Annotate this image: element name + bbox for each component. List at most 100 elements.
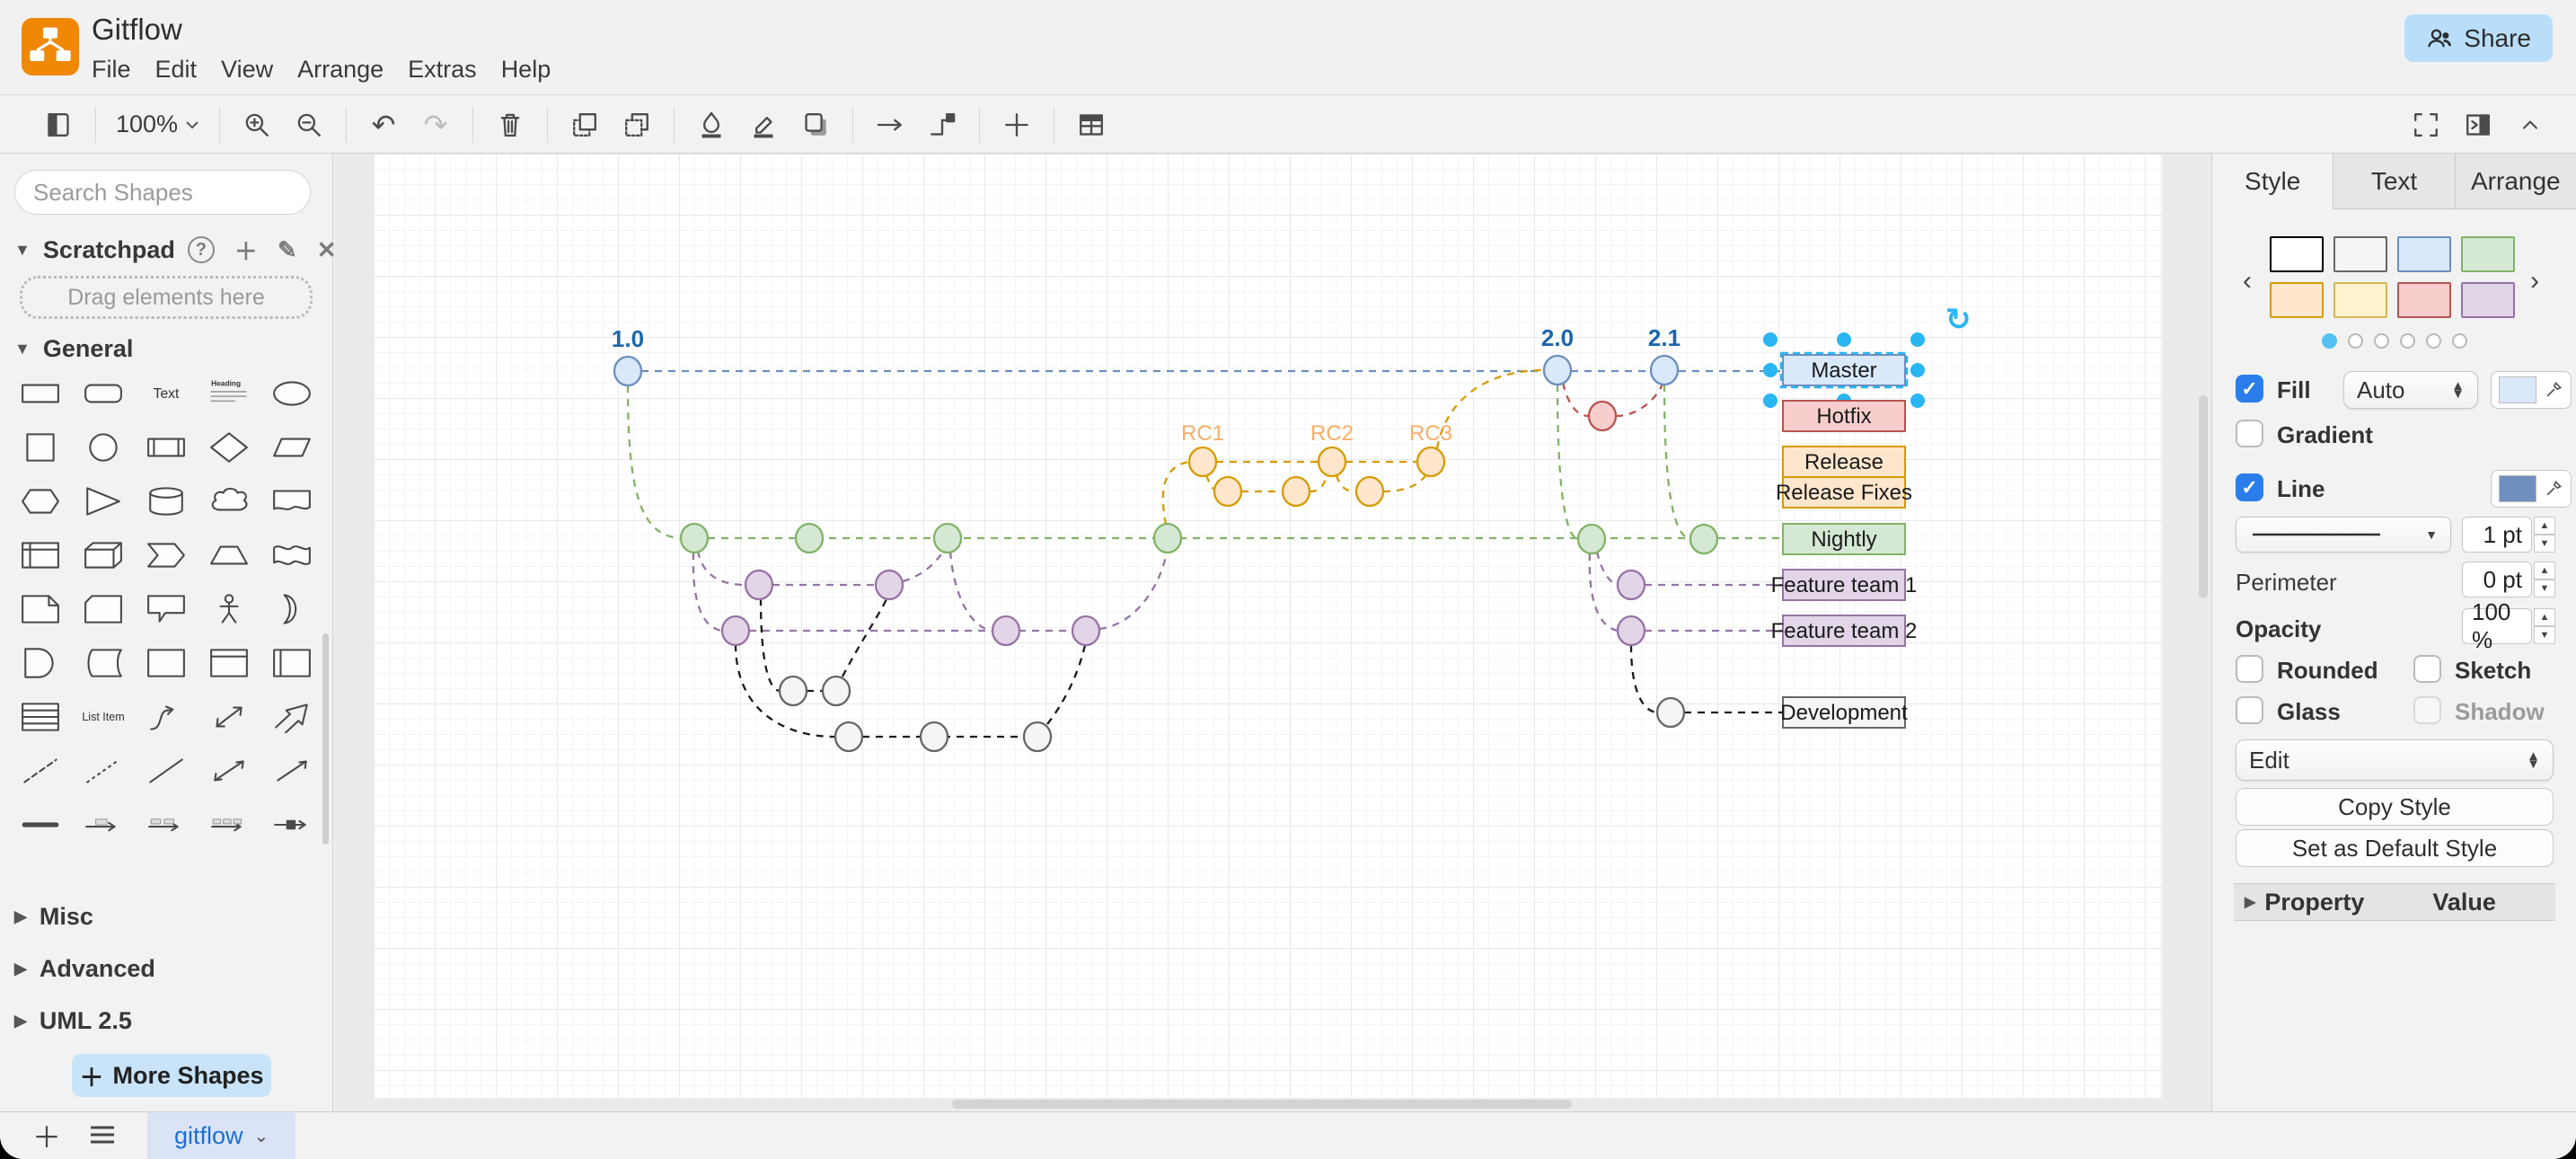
menu-arrange[interactable]: Arrange bbox=[297, 56, 384, 83]
commit-node-orange-12[interactable] bbox=[1213, 475, 1243, 508]
shape-parallelogram[interactable] bbox=[260, 427, 323, 468]
commit-node-orange-14[interactable] bbox=[1354, 475, 1385, 508]
menu-help[interactable]: Help bbox=[500, 56, 551, 83]
shape-ellipse[interactable] bbox=[260, 373, 323, 414]
branch-edge-black-30[interactable] bbox=[1046, 644, 1087, 725]
branch-box-development[interactable] bbox=[1782, 696, 1906, 729]
zoom-in-icon[interactable] bbox=[237, 105, 277, 145]
scratchpad-section[interactable]: ▼ Scratchpad ? ＋ ✎ ✕ bbox=[0, 229, 337, 270]
branch-edge-red-12[interactable] bbox=[1561, 382, 1590, 418]
tab-style[interactable]: Style bbox=[2212, 154, 2334, 209]
rc-label-rc3[interactable]: RC3 bbox=[1409, 421, 1452, 446]
preset-page-dot-0[interactable] bbox=[2322, 333, 2337, 349]
menu-file[interactable]: File bbox=[92, 56, 131, 83]
branch-edge-purple-15[interactable] bbox=[692, 552, 723, 633]
shape-list[interactable] bbox=[9, 696, 72, 738]
shape-actor[interactable] bbox=[198, 588, 260, 630]
branch-edge-black-31[interactable] bbox=[1629, 644, 1658, 714]
shadow-icon[interactable] bbox=[796, 105, 835, 145]
fill-checkbox[interactable]: ✓ bbox=[2236, 375, 2263, 403]
insert-icon[interactable] bbox=[997, 105, 1037, 145]
style-preset-2[interactable] bbox=[2397, 236, 2451, 272]
shape-search[interactable] bbox=[14, 170, 334, 215]
shape-square[interactable] bbox=[9, 427, 72, 468]
commit-node-gray-23[interactable] bbox=[778, 675, 808, 707]
commit-node-purple-19[interactable] bbox=[720, 615, 751, 647]
shape-bidirectional-connector[interactable] bbox=[198, 750, 260, 792]
branch-edge-purple-17[interactable] bbox=[902, 550, 945, 583]
line-color-chip[interactable] bbox=[2491, 470, 2572, 508]
commit-node-blue-2[interactable] bbox=[1649, 354, 1680, 386]
preset-page-dot-5[interactable] bbox=[2452, 333, 2467, 349]
opacity-input[interactable]: 100 % bbox=[2462, 598, 2532, 653]
shape-card[interactable] bbox=[72, 588, 135, 630]
branch-edge-purple-18[interactable] bbox=[948, 551, 993, 633]
branch-edge-green-34[interactable] bbox=[1663, 384, 1691, 541]
preset-page-dot-4[interactable] bbox=[2426, 333, 2441, 349]
format-panel-icon[interactable] bbox=[2458, 105, 2498, 145]
add-page-icon[interactable]: ＋ bbox=[32, 1121, 62, 1154]
gradient-checkbox[interactable] bbox=[2236, 420, 2263, 447]
shape-callout[interactable] bbox=[135, 588, 198, 630]
commit-node-gray-27[interactable] bbox=[1022, 721, 1053, 753]
collapse-toolbar-icon[interactable] bbox=[2510, 105, 2550, 145]
branch-box-feature-team-1[interactable] bbox=[1782, 569, 1906, 601]
style-preset-1[interactable] bbox=[2333, 236, 2387, 272]
undo-icon[interactable]: ↶ bbox=[371, 108, 396, 141]
branch-box-release-fixes[interactable] bbox=[1782, 476, 1906, 509]
shape-text[interactable]: Text bbox=[135, 373, 198, 414]
tab-text[interactable]: Text bbox=[2333, 154, 2456, 209]
commit-node-green-7[interactable] bbox=[1576, 523, 1607, 555]
shape-annotated-link[interactable] bbox=[135, 804, 198, 845]
shape-or[interactable] bbox=[260, 588, 323, 630]
shape-circle[interactable] bbox=[72, 427, 135, 468]
section-advanced[interactable]: ▶Advanced bbox=[0, 942, 332, 995]
search-input[interactable] bbox=[33, 178, 334, 207]
selection-handle[interactable] bbox=[1763, 332, 1778, 347]
shape-arrow[interactable] bbox=[260, 696, 323, 738]
shape-container[interactable] bbox=[135, 642, 198, 684]
menu-edit[interactable]: Edit bbox=[154, 56, 198, 83]
opacity-stepper[interactable]: ▲▼ bbox=[2534, 608, 2555, 644]
branch-box-hotfix[interactable] bbox=[1782, 400, 1906, 432]
selection-handle[interactable] bbox=[1763, 363, 1778, 377]
selection-handle[interactable] bbox=[1837, 332, 1851, 347]
commit-node-orange-13[interactable] bbox=[1281, 475, 1311, 508]
shape-vertical-container[interactable] bbox=[198, 642, 260, 684]
branch-edge-green-33[interactable] bbox=[1556, 384, 1579, 541]
line-color-icon[interactable] bbox=[744, 105, 783, 145]
branch-box-nightly[interactable] bbox=[1782, 523, 1906, 555]
style-preset-4[interactable] bbox=[2270, 282, 2324, 318]
copy-style-button[interactable]: Copy Style bbox=[2236, 788, 2554, 826]
commit-node-blue-1[interactable] bbox=[1542, 354, 1573, 386]
shape-heading[interactable]: Heading bbox=[198, 373, 260, 414]
toggle-format-panel-icon[interactable] bbox=[39, 105, 78, 145]
shape-cube[interactable] bbox=[72, 535, 135, 576]
tab-arrange[interactable]: Arrange bbox=[2455, 154, 2576, 209]
shape-internal-storage[interactable] bbox=[9, 535, 72, 576]
shape-horizontal-container[interactable] bbox=[260, 642, 323, 684]
commit-node-purple-20[interactable] bbox=[991, 615, 1021, 647]
shape-annotated-link-2[interactable] bbox=[198, 804, 260, 845]
commit-node-green-6[interactable] bbox=[1152, 522, 1183, 554]
rounded-checkbox[interactable] bbox=[2236, 655, 2263, 683]
fullscreen-icon[interactable] bbox=[2406, 105, 2446, 145]
style-preset-7[interactable] bbox=[2461, 282, 2515, 318]
style-preset-0[interactable] bbox=[2270, 236, 2324, 272]
branch-edge-purple-21[interactable] bbox=[1595, 551, 1619, 587]
preset-page-dot-2[interactable] bbox=[2374, 333, 2389, 349]
zoom-dropdown[interactable]: 100% bbox=[116, 111, 199, 138]
set-default-style-button[interactable]: Set as Default Style bbox=[2236, 829, 2554, 867]
shape-bidirectional-arrow[interactable] bbox=[198, 696, 260, 738]
swatch-prev-icon[interactable]: ‹ bbox=[2243, 266, 2252, 296]
to-front-icon[interactable] bbox=[565, 105, 604, 145]
branch-edge-green-2[interactable] bbox=[626, 385, 681, 540]
commit-node-green-5[interactable] bbox=[932, 522, 963, 554]
selection-handle[interactable] bbox=[1910, 363, 1925, 377]
style-preset-5[interactable] bbox=[2333, 282, 2387, 318]
branch-edge-orange-6[interactable] bbox=[1435, 368, 1545, 449]
branch-edge-orange-10[interactable] bbox=[1335, 474, 1357, 493]
shape-dotted-line[interactable] bbox=[72, 750, 135, 792]
branch-edge-black-28[interactable] bbox=[734, 643, 836, 739]
